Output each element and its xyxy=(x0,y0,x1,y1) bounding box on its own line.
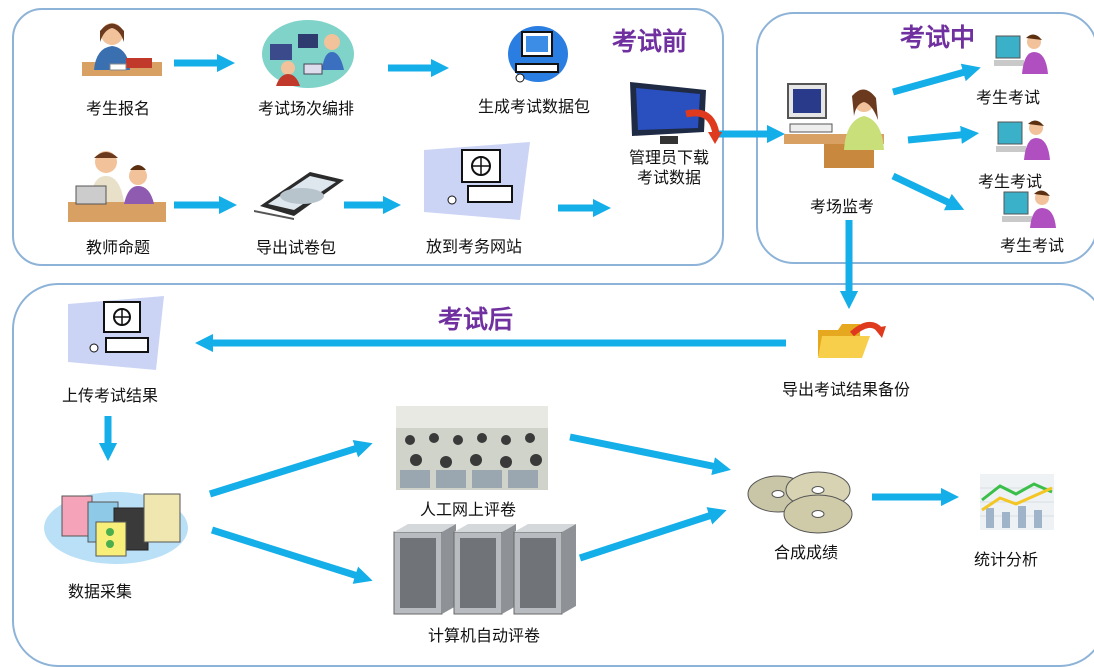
export-paper-icon xyxy=(254,172,344,220)
computer-generate-icon xyxy=(508,26,568,83)
label-admin-download-line2: 考试数据 xyxy=(636,168,702,187)
upload-results-icon xyxy=(68,296,164,370)
label-analysis: 统计分析 xyxy=(973,550,1039,569)
label-admin-download-line1: 管理员下载 xyxy=(628,148,710,167)
teacher-icon xyxy=(68,151,166,222)
discs-icon xyxy=(747,471,853,534)
label-admin-download: 管理员下载 考试数据 xyxy=(629,148,709,188)
phase-title-before: 考试前 xyxy=(612,27,688,56)
upload-site-icon xyxy=(424,142,530,220)
exam-taker-icon-1 xyxy=(994,34,1048,74)
exam-room-icon xyxy=(262,20,354,88)
servers-icon xyxy=(393,524,576,615)
arrow-proctor-exam3 xyxy=(891,172,965,211)
label-manual-grade: 人工网上评卷 xyxy=(419,500,517,519)
manual-grading-photo xyxy=(396,406,548,490)
proctor-icon xyxy=(784,83,884,168)
label-exam3: 考生考试 xyxy=(999,236,1065,255)
arrow-proctor-exam2 xyxy=(907,125,980,144)
phase-title-after: 考试后 xyxy=(438,305,514,334)
arrow-collect-manual xyxy=(208,440,373,498)
label-teacher: 教师命题 xyxy=(85,238,151,257)
folder-backup-icon xyxy=(818,321,886,358)
label-export-backup: 导出考试结果备份 xyxy=(781,380,911,399)
monitor-download-icon xyxy=(630,82,722,144)
data-collect-icon xyxy=(44,492,188,564)
label-export-paper: 导出试卷包 xyxy=(255,238,337,257)
label-schedule: 考试场次编排 xyxy=(257,99,355,118)
arrow-proctor-exam1 xyxy=(892,63,981,96)
arrow-manual-combine xyxy=(569,433,731,476)
exam-taker-icon-3 xyxy=(1002,190,1056,228)
label-data-collect: 数据采集 xyxy=(67,582,133,601)
label-generate: 生成考试数据包 xyxy=(477,97,591,116)
analysis-chart-icon xyxy=(980,474,1054,530)
phase-title-during: 考试中 xyxy=(900,23,976,52)
before-exam-panel xyxy=(12,8,724,266)
label-upload-results: 上传考试结果 xyxy=(61,386,159,405)
arrow-collect-auto xyxy=(210,526,373,584)
label-auto-grade: 计算机自动评卷 xyxy=(427,626,541,645)
label-exam1: 考生考试 xyxy=(975,88,1041,107)
label-proctor: 考场监考 xyxy=(809,197,875,216)
label-register: 考生报名 xyxy=(85,99,151,118)
student-register-icon xyxy=(82,23,162,76)
label-upload-site: 放到考务网站 xyxy=(425,237,523,256)
arrow-auto-combine xyxy=(578,507,727,562)
label-exam2: 考生考试 xyxy=(977,172,1043,191)
exam-taker-icon-2 xyxy=(996,120,1050,160)
label-combine: 合成成绩 xyxy=(773,543,839,562)
flow-arrows xyxy=(98,53,981,584)
